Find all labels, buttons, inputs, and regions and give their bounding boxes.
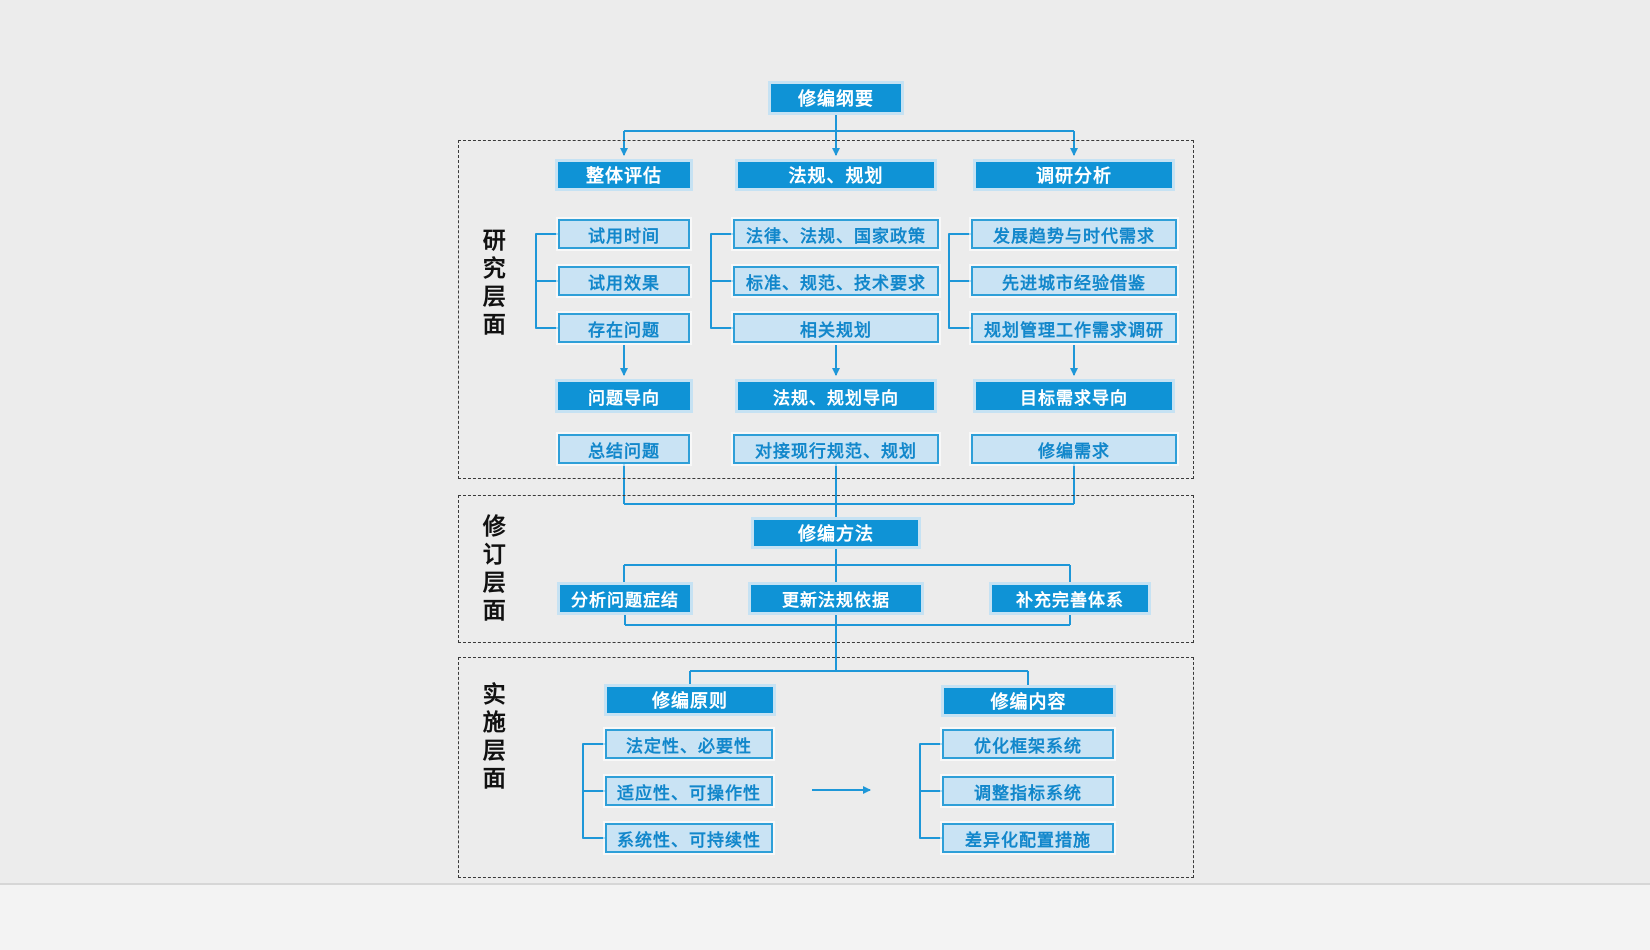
node-result-revision-demand: 修编需求 xyxy=(971,434,1177,464)
node-orientation-goal-demand: 目标需求导向 xyxy=(976,382,1172,410)
node-item-development-trends: 发展趋势与时代需求 xyxy=(971,219,1177,249)
node-header-survey-analysis: 调研分析 xyxy=(976,162,1172,188)
node-header-laws-plans: 法规、规划 xyxy=(738,162,934,188)
node-item-laws-policies: 法律、法规、国家政策 xyxy=(733,219,939,249)
node-header-revision-principles: 修编原则 xyxy=(607,687,773,713)
node-root-outline: 修编纲要 xyxy=(771,84,901,112)
section-label-research: 研究层面 xyxy=(479,228,506,340)
node-content-adjust-indicators: 调整指标系统 xyxy=(942,776,1114,806)
node-item-city-experience: 先进城市经验借鉴 xyxy=(971,266,1177,296)
node-item-existing-problems: 存在问题 xyxy=(558,313,690,343)
node-orientation-problem: 问题导向 xyxy=(558,382,690,410)
node-content-differentiated-measures: 差异化配置措施 xyxy=(942,823,1114,853)
section-label-revision: 修订层面 xyxy=(479,514,506,626)
node-approach-analyze-problems: 分析问题症结 xyxy=(560,585,690,612)
node-approach-improve-system: 补充完善体系 xyxy=(992,585,1148,612)
node-item-trial-time: 试用时间 xyxy=(558,219,690,249)
section-revision-frame xyxy=(458,495,1194,643)
section-research-frame xyxy=(458,140,1194,479)
node-result-align-standards: 对接现行规范、规划 xyxy=(733,434,939,464)
node-header-overall-assessment: 整体评估 xyxy=(558,162,690,188)
section-implementation-frame xyxy=(458,657,1194,878)
node-content-optimize-framework: 优化框架系统 xyxy=(942,729,1114,759)
node-item-related-plans: 相关规划 xyxy=(733,313,939,343)
node-principle-legality-necessity: 法定性、必要性 xyxy=(605,729,773,759)
section-label-implementation: 实施层面 xyxy=(479,682,506,794)
node-approach-update-laws: 更新法规依据 xyxy=(751,585,921,612)
node-principle-adaptability-operability: 适应性、可操作性 xyxy=(605,776,773,806)
node-result-summarize-problems: 总结问题 xyxy=(558,434,690,464)
page-bottom-divider xyxy=(0,883,1650,885)
node-orientation-laws-plans: 法规、规划导向 xyxy=(738,382,934,410)
node-header-revision-contents: 修编内容 xyxy=(944,688,1113,714)
node-item-trial-effect: 试用效果 xyxy=(558,266,690,296)
node-principle-systematic-sustainable: 系统性、可持续性 xyxy=(605,823,773,853)
node-item-management-survey: 规划管理工作需求调研 xyxy=(971,313,1177,343)
node-revision-method: 修编方法 xyxy=(754,520,918,546)
node-item-standards-requirements: 标准、规范、技术要求 xyxy=(733,266,939,296)
page-bottom-area xyxy=(0,885,1650,950)
